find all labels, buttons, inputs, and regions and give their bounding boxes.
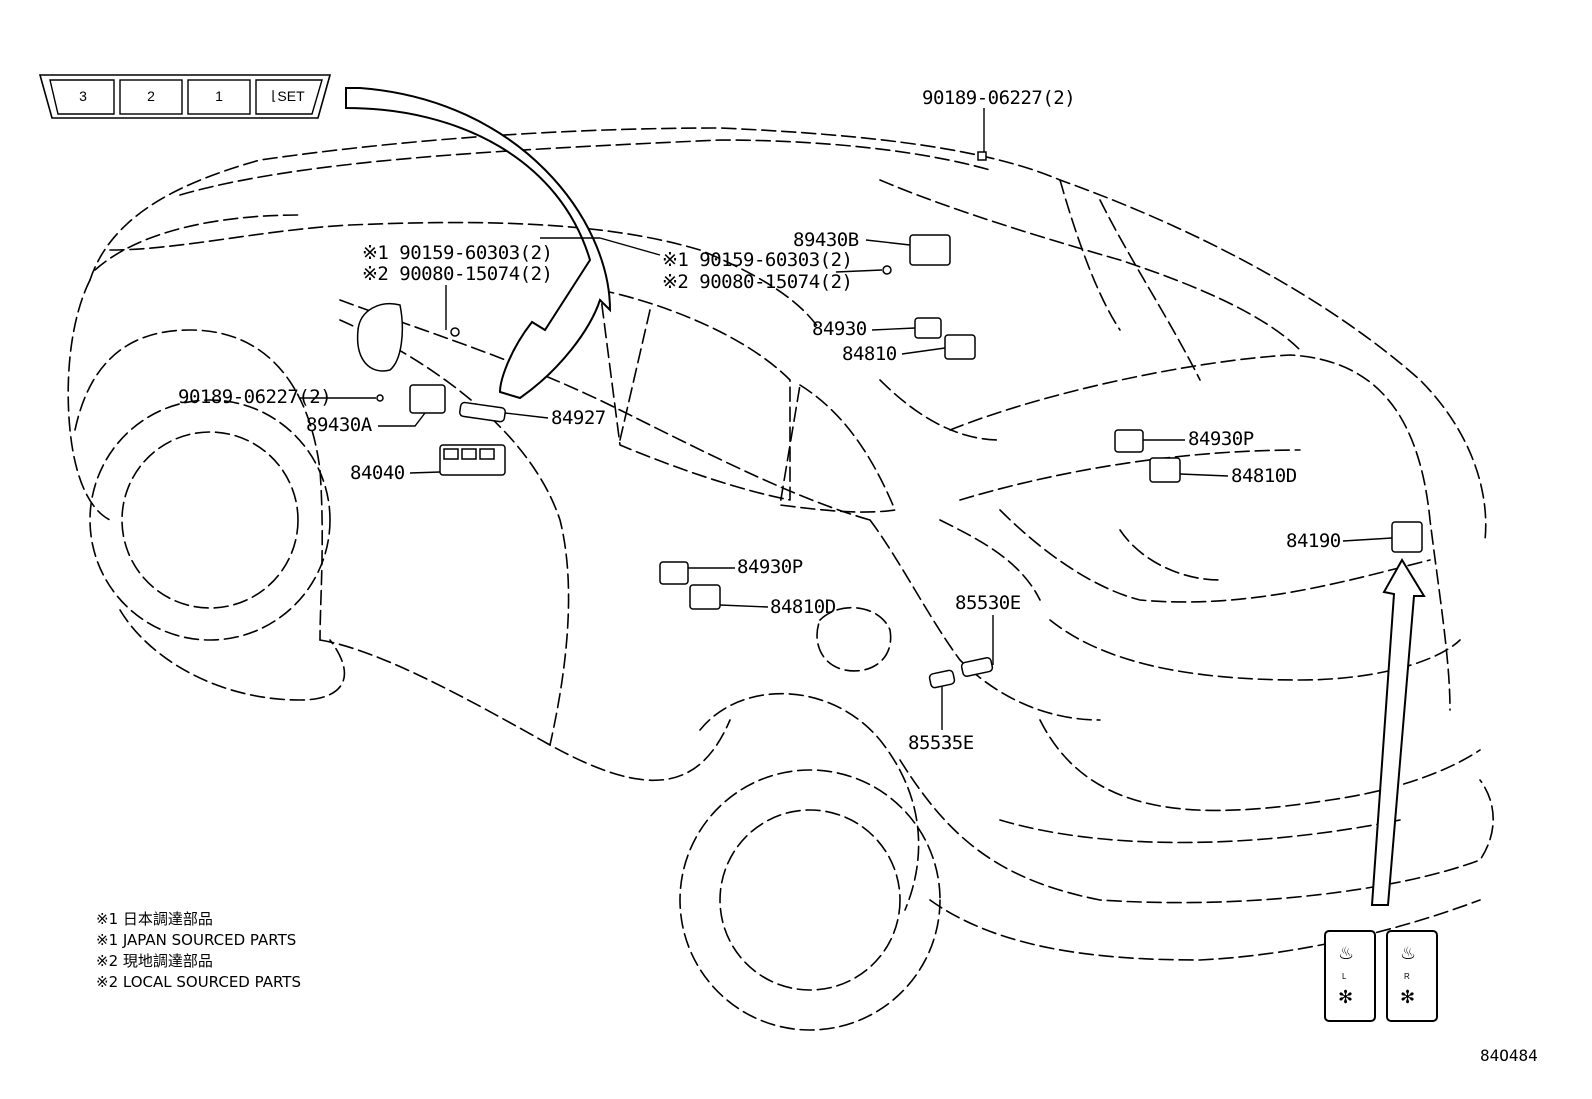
- callout-screw-jp-left: ※1 90159-60303(2): [362, 242, 553, 264]
- callout-84810: 84810: [842, 343, 897, 365]
- callout-84930: 84930: [812, 318, 867, 340]
- callout-84930P-rear: 84930P: [1188, 428, 1254, 450]
- seat-heater-icon: ♨: [1338, 943, 1355, 963]
- callout-89430B: 89430B: [793, 229, 859, 251]
- callout-screw-local-left: ※2 90080-15074(2): [362, 263, 553, 285]
- callout-screw-local-right: ※2 90080-15074(2): [662, 271, 853, 293]
- legend-notes: ※1 日本調達部品 ※1 JAPAN SOURCED PARTS ※2 現地調達…: [96, 909, 301, 993]
- callout-84810D-rear: 84810D: [1231, 465, 1297, 487]
- note-local-en: ※2 LOCAL SOURCED PARTS: [96, 973, 301, 991]
- callout-84810D-door: 84810D: [770, 596, 836, 618]
- seat-vent-icon: ✻: [1338, 987, 1354, 1007]
- seat-vent-icon: ✻: [1400, 987, 1416, 1007]
- seat-switch-side-label: L: [1342, 972, 1347, 981]
- seat-switch-side-label: R: [1404, 972, 1410, 981]
- callout-85530E: 85530E: [955, 592, 1021, 614]
- note-japan-en: ※1 JAPAN SOURCED PARTS: [96, 931, 297, 949]
- seat-icon: ⌊: [271, 88, 277, 103]
- memory-key-1: 1: [215, 88, 223, 104]
- callout-bolt-front-left: 90189-06227(2): [178, 386, 332, 408]
- callout-84927: 84927: [551, 407, 606, 429]
- seat-switch-left: ♨ L ✻: [1324, 930, 1376, 1022]
- callout-screw-jp-right: ※1 90159-60303(2): [662, 249, 853, 271]
- callout-bolt-roof: 90189-06227(2): [922, 87, 1076, 109]
- note-japan-jp: ※1 日本調達部品: [96, 910, 213, 928]
- figure-number: 84O484: [1480, 1046, 1538, 1065]
- callout-84190: 84190: [1286, 530, 1341, 552]
- callout-85535E: 85535E: [908, 732, 974, 754]
- seat-switch-right: ♨ R ✻: [1386, 930, 1438, 1022]
- memory-key-3: 3: [79, 88, 87, 104]
- memory-key-set-label: SET: [277, 88, 305, 104]
- callout-89430A: 89430A: [306, 414, 372, 436]
- note-local-jp: ※2 現地調達部品: [96, 952, 213, 970]
- seat-heater-icon: ♨: [1400, 943, 1417, 963]
- memory-key-set: ⌊SET: [262, 77, 314, 115]
- callout-84930P-door: 84930P: [737, 556, 803, 578]
- callout-84040: 84040: [350, 462, 405, 484]
- memory-key-2: 2: [147, 88, 155, 104]
